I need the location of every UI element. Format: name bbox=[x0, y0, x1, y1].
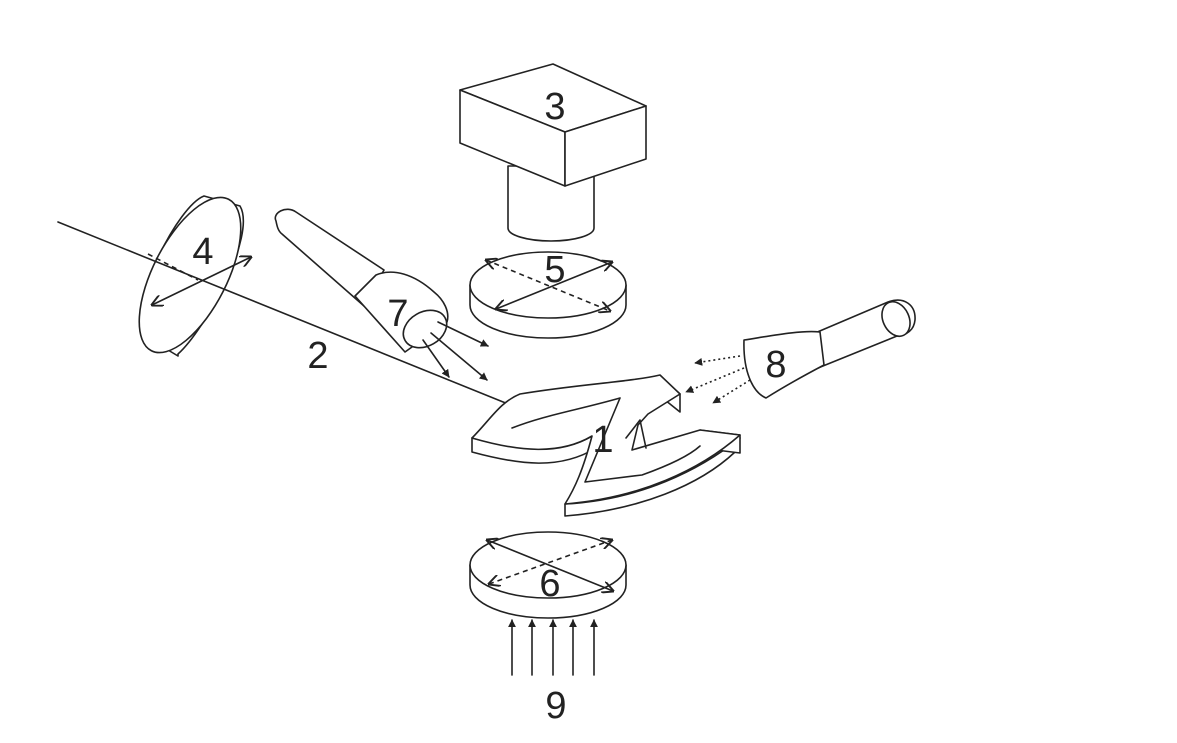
bottom-light-arrows bbox=[508, 619, 598, 676]
label-left-polarizer: 4 bbox=[192, 231, 213, 273]
label-right-lamp: 8 bbox=[765, 344, 786, 386]
label-sample: 1 bbox=[592, 419, 613, 461]
label-left-lamp: 7 bbox=[387, 293, 408, 335]
label-light-beam: 2 bbox=[307, 335, 328, 377]
left-lamp bbox=[274, 208, 489, 381]
label-upper-polarizer: 5 bbox=[544, 249, 565, 291]
camera bbox=[459, 63, 647, 242]
sample bbox=[471, 374, 741, 517]
right-lamp bbox=[685, 299, 916, 404]
label-camera: 3 bbox=[544, 86, 565, 128]
lower-polarizer bbox=[469, 531, 627, 619]
label-lower-polarizer: 6 bbox=[539, 563, 560, 605]
upper-polarizer bbox=[469, 251, 627, 339]
label-bottom-light: 9 bbox=[545, 685, 566, 727]
light-beam bbox=[57, 221, 514, 408]
